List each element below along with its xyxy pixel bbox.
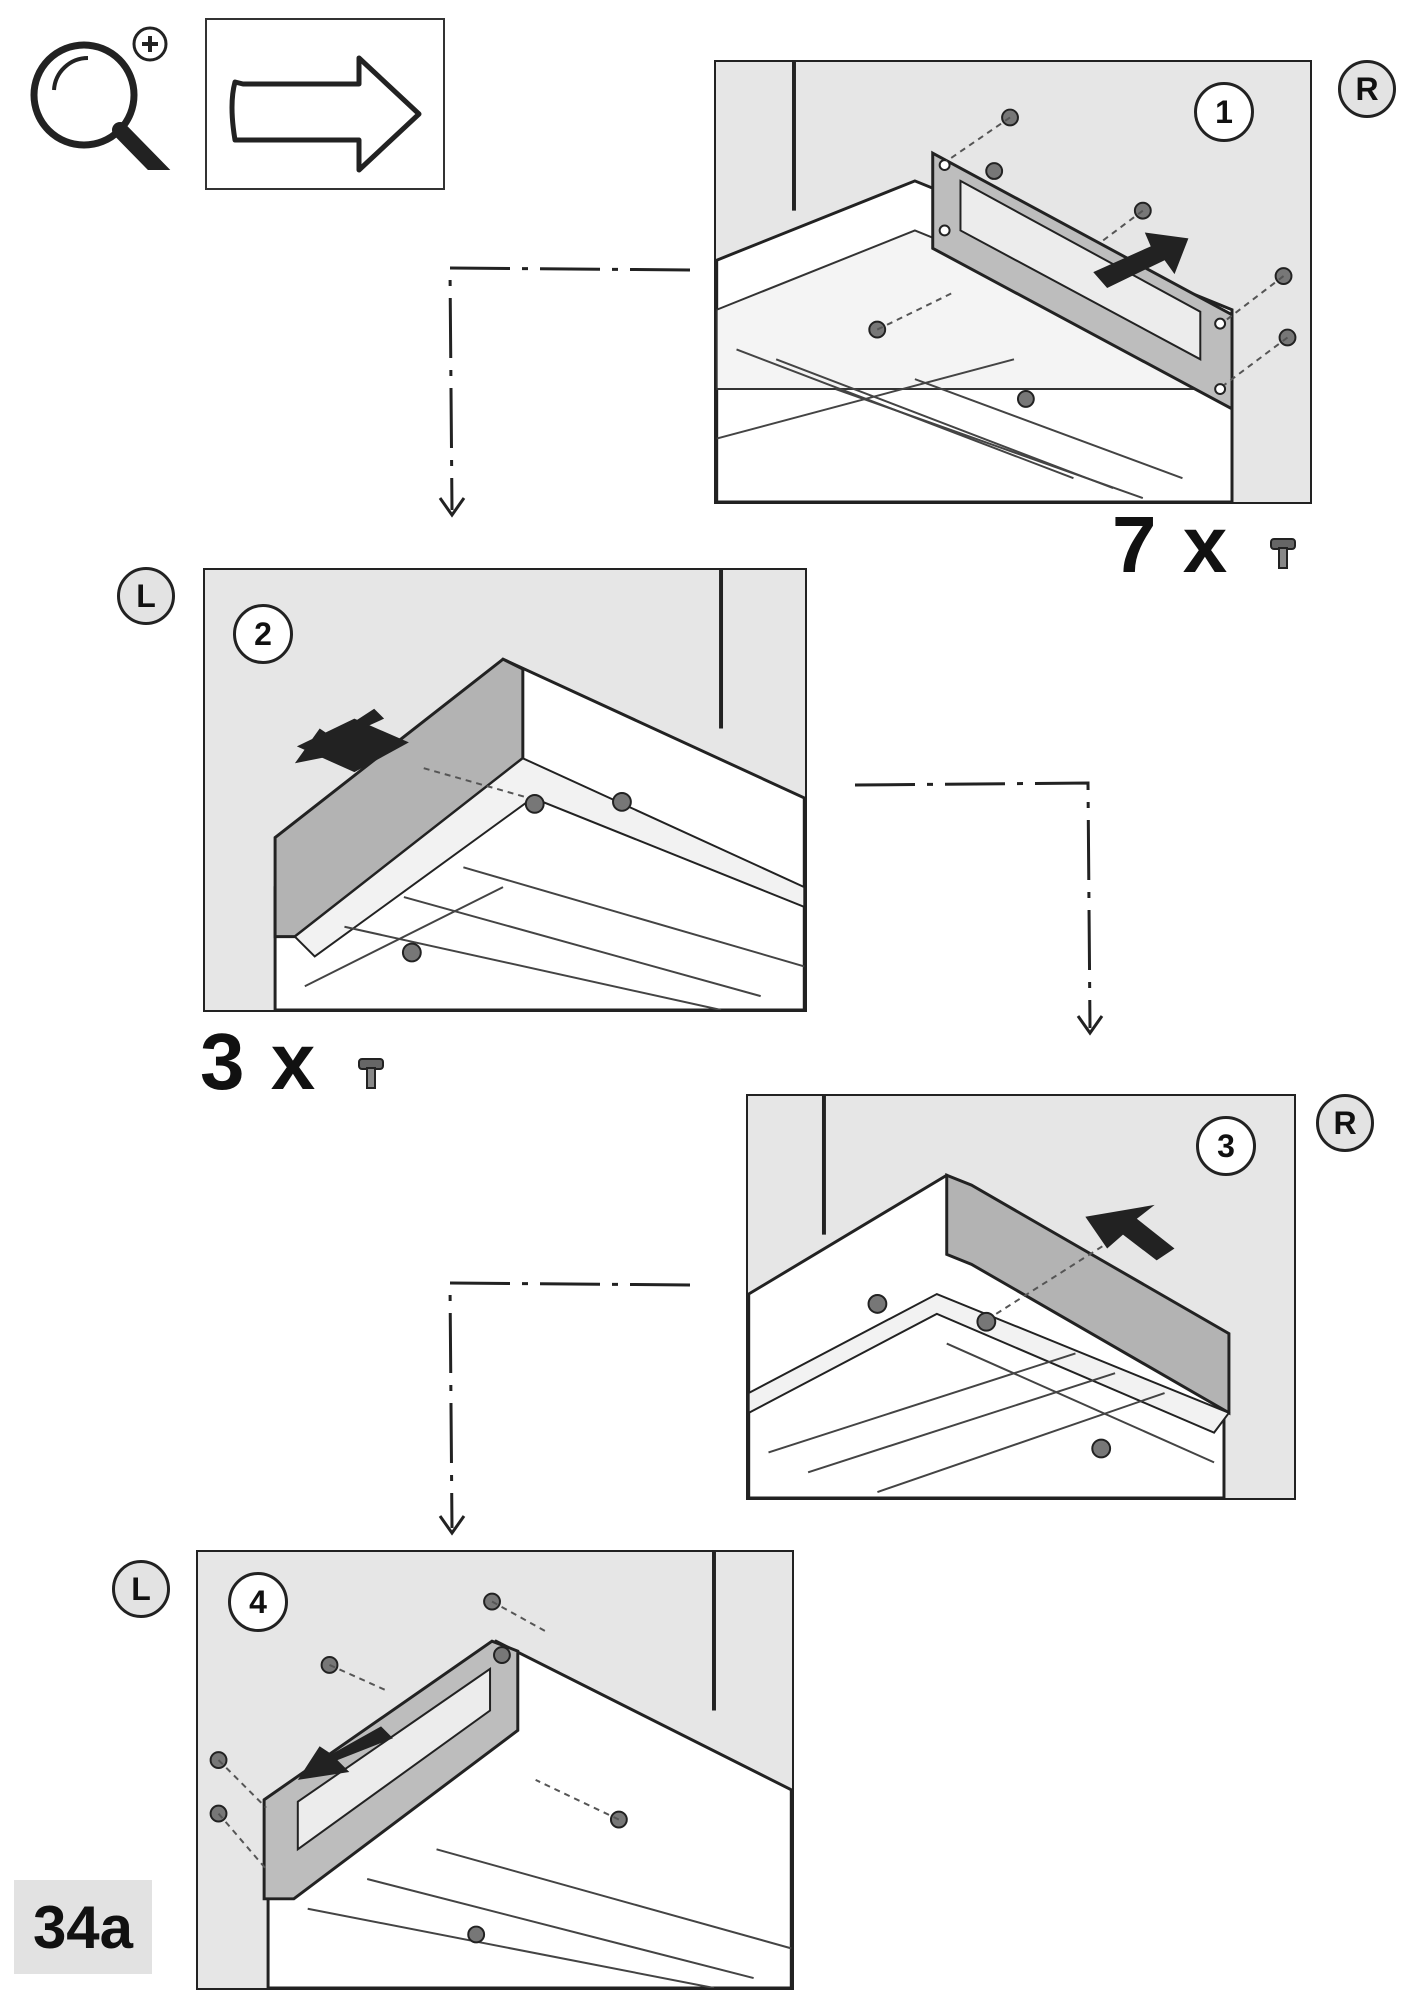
step-4-number: 4	[228, 1572, 288, 1632]
step-2-illustration	[273, 570, 805, 1010]
step-1-screw-count: 7 x	[1112, 500, 1230, 589]
step-1-illustration	[716, 62, 1297, 502]
zoom-in-icon	[14, 20, 174, 183]
screw-icon	[1270, 538, 1296, 569]
step-3-side-badge: R	[1316, 1094, 1374, 1152]
screw-icon	[358, 1058, 384, 1089]
step-4-illustration	[209, 1552, 792, 1988]
step-2-screw-count: 3 x	[200, 1017, 318, 1106]
step-3-illustration	[748, 1096, 1231, 1498]
step-2-number: 2	[233, 604, 293, 664]
arrow-right-outline-icon	[229, 55, 422, 173]
step-4-panel: 4	[196, 1550, 794, 1990]
step-2-side-badge: L	[117, 567, 175, 625]
step-1-number: 1	[1194, 82, 1254, 142]
step-3-panel: 3	[746, 1094, 1296, 1500]
step-4-side-badge: L	[112, 1560, 170, 1618]
step-2-panel: 2	[203, 568, 807, 1012]
direction-hint-box	[205, 18, 445, 190]
step-3-number: 3	[1196, 1116, 1256, 1176]
step-1-side-badge: R	[1338, 60, 1396, 118]
page-label: 34a	[14, 1880, 152, 1974]
step-1-panel: 1	[714, 60, 1312, 504]
